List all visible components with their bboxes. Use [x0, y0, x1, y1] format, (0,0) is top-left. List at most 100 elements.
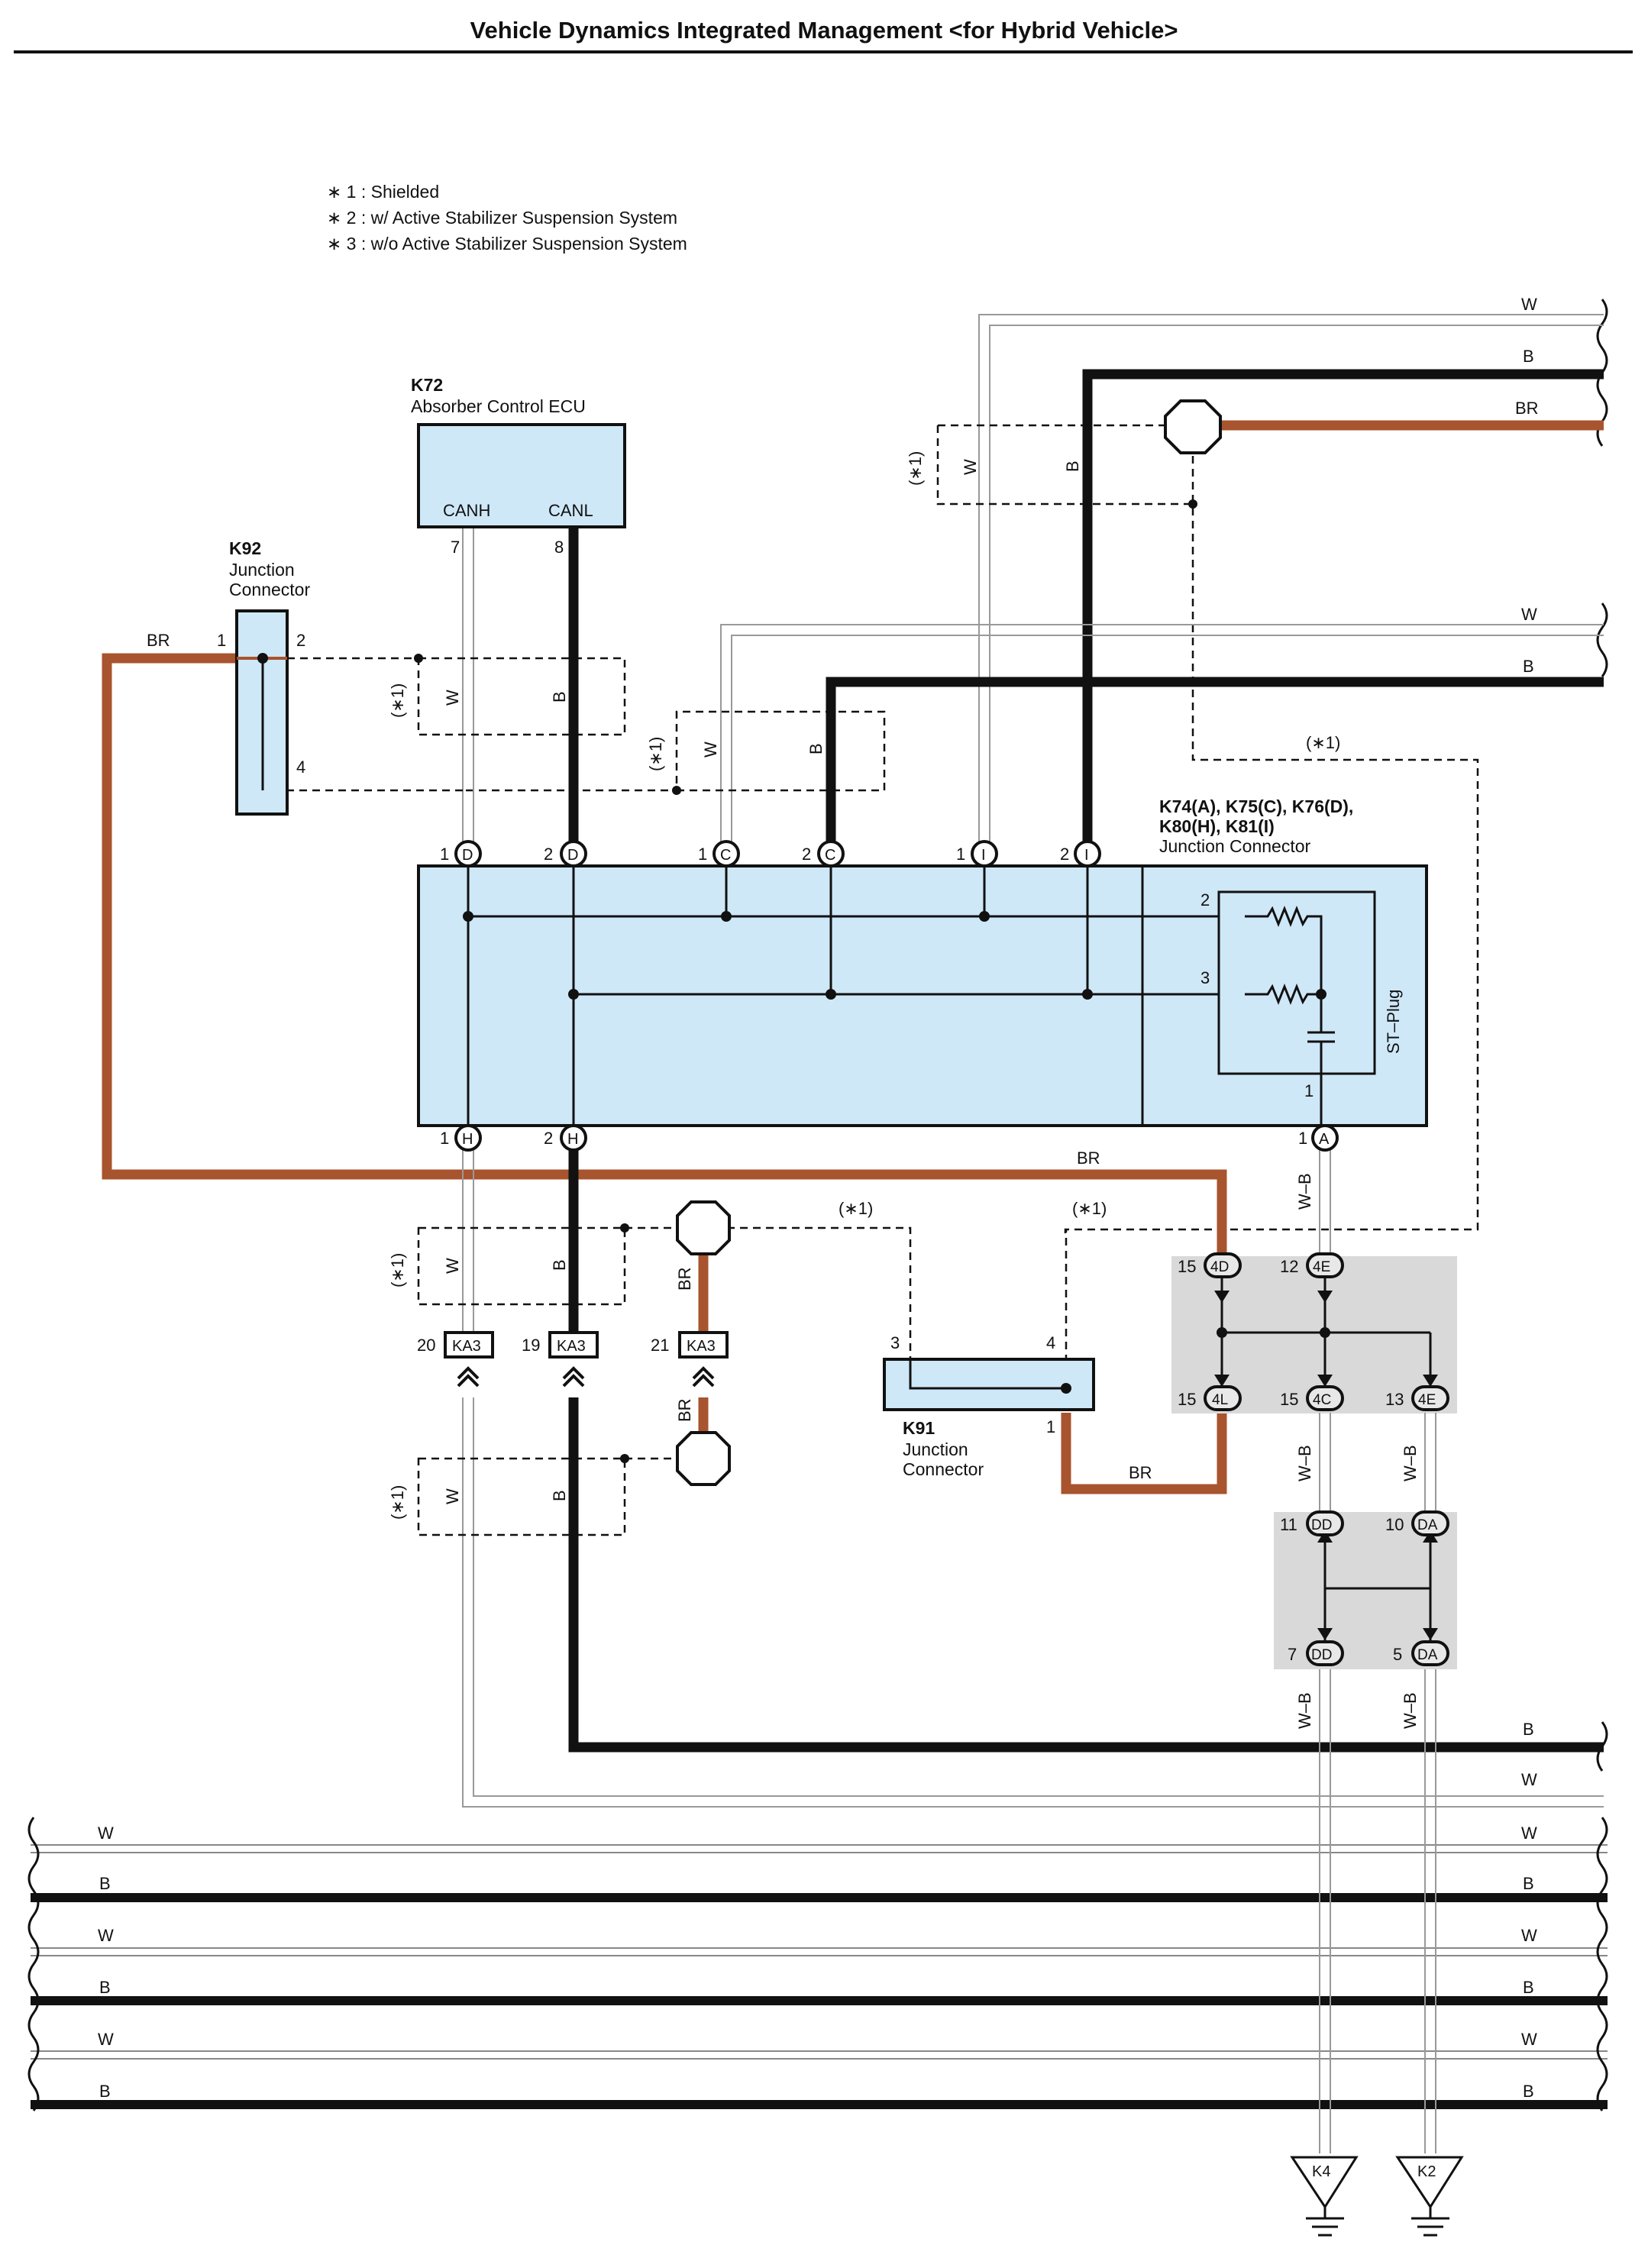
legend-notes: ∗ 1 : Shielded ∗ 2 : w/ Active Stabilize… — [327, 179, 687, 257]
jc-top-code-5: I — [981, 847, 986, 864]
ka3-code-20: KA3 — [452, 1338, 481, 1355]
left-label-w-1: W — [98, 1824, 114, 1843]
jl-code-3: DD — [1311, 1647, 1332, 1663]
left-label-w-2: W — [98, 1926, 114, 1945]
k92-connector — [235, 609, 289, 816]
jc-bottom-pin-3: 1 — [1298, 1129, 1307, 1148]
shield-mark-k72: (∗1) — [388, 683, 407, 718]
jl-pin-2: 10 — [1385, 1515, 1404, 1534]
st-pin-1: 1 — [1304, 1081, 1314, 1100]
left-label-w-3: W — [98, 2030, 114, 2049]
ka3-pin-19: 19 — [522, 1336, 540, 1355]
jc-bottom-code-2: H — [567, 1131, 578, 1148]
jc-pin-circles — [454, 840, 1339, 1152]
k92-id: K92 — [229, 538, 261, 558]
ju-pin-1: 15 — [1178, 1257, 1196, 1276]
jc-top-pin-5: 1 — [956, 845, 965, 864]
wire-label-wb-dd: W–B — [1295, 1692, 1314, 1729]
top-right-wiring — [936, 314, 1604, 1237]
jc-bottom-pin-2: 2 — [544, 1129, 553, 1148]
shield-mark-top: (∗1) — [906, 451, 925, 486]
ground-k4-label: K4 — [1312, 2163, 1330, 2180]
jc-bottom-pin-1: 1 — [440, 1129, 449, 1148]
wire-label-b-ka3u: B — [550, 1259, 569, 1271]
wire-label-wb-4c: W–B — [1295, 1445, 1314, 1481]
lower-wiring — [417, 1144, 1604, 1808]
left-label-b-2: B — [99, 1978, 111, 1997]
jl-pin-3: 7 — [1288, 1645, 1297, 1664]
c-wiring — [466, 624, 1604, 849]
edge-label-w-4: W — [1521, 1824, 1537, 1843]
wire-label-br-k91: BR — [1129, 1463, 1152, 1482]
wire-label-br-ka3l: BR — [675, 1398, 694, 1422]
ju-code-2: 4E — [1313, 1259, 1330, 1275]
k91-pin4: 4 — [1046, 1333, 1055, 1352]
shield-mark-ka3-lower: (∗1) — [388, 1485, 407, 1520]
st-plug-label: ST–Plug — [1384, 990, 1403, 1054]
k92-pin4: 4 — [296, 758, 305, 777]
wire-label-w-c: W — [701, 741, 720, 758]
wire-label-b-k72: B — [550, 691, 569, 703]
wire-label-b-c: B — [806, 743, 826, 754]
ka3-pin-20: 20 — [417, 1336, 435, 1355]
k91-id: K91 — [903, 1418, 935, 1438]
k91-name2: Connector — [903, 1459, 984, 1479]
jl-code-4: DA — [1417, 1647, 1438, 1663]
jl-code-2: DA — [1417, 1517, 1438, 1533]
jc-bottom-code-1: H — [462, 1131, 473, 1148]
jc-top-code-1: D — [462, 847, 473, 864]
junction-block-dd-da — [1274, 1512, 1457, 1669]
ka3-pin-21: 21 — [651, 1336, 669, 1355]
jc-top-code-6: I — [1084, 847, 1089, 864]
wire-label-br-loop: BR — [1077, 1149, 1100, 1168]
k91-pin3: 3 — [890, 1333, 900, 1352]
ju-code-5: 4E — [1418, 1392, 1436, 1408]
k72-name: Absorber Control ECU — [411, 396, 586, 416]
wire-label-wb-a: W–B — [1295, 1173, 1314, 1210]
k91-connector — [883, 1358, 1095, 1411]
wire-label-br-ka3u: BR — [675, 1267, 694, 1291]
edge-label-b-5: B — [1523, 1978, 1534, 1997]
k92-name1: Junction — [229, 560, 295, 580]
note-without-stabilizer: ∗ 3 : w/o Active Stabilizer Suspension S… — [327, 234, 687, 254]
shield-mark-k91: (∗1) — [1072, 1199, 1107, 1218]
ju-code-4: 4C — [1313, 1392, 1331, 1408]
wire-label-w-top: W — [961, 459, 980, 475]
jl-pin-4: 5 — [1393, 1645, 1402, 1664]
edge-label-b-6: B — [1523, 2082, 1534, 2101]
wire-label-b-ka3l: B — [550, 1490, 569, 1501]
splice-ka3-upper — [676, 1200, 731, 1255]
st-pin-3: 3 — [1200, 968, 1210, 987]
wire-label-wb-4e: W–B — [1401, 1445, 1420, 1481]
edge-label-br-1: BR — [1515, 399, 1539, 418]
jc-bottom-code-3: A — [1319, 1131, 1330, 1148]
ka3-code-21: KA3 — [687, 1338, 716, 1355]
jc-top-pin-3: 1 — [698, 845, 707, 864]
jl-code-1: DD — [1311, 1517, 1332, 1533]
ka3-boxes — [444, 1331, 729, 1359]
k92-pin1: 1 — [217, 631, 226, 650]
ground-k2 — [1395, 2156, 1464, 2237]
jc-top-pin-2: 2 — [544, 845, 553, 864]
shield-mark-ka3-upper: (∗1) — [388, 1253, 407, 1287]
ju-pin-5: 13 — [1385, 1390, 1404, 1409]
edge-label-b-4: B — [1523, 1874, 1534, 1893]
wire-label-b-top: B — [1063, 460, 1082, 472]
jc-label-1: K74(A), K75(C), K76(D), — [1159, 796, 1353, 816]
splice-top — [1164, 399, 1222, 454]
splice-ka3-lower — [676, 1431, 731, 1486]
shield-mark-c: (∗1) — [646, 737, 665, 771]
edge-label-b-2: B — [1523, 657, 1534, 676]
left-label-b-3: B — [99, 2082, 111, 2101]
jc-top-pin-1: 1 — [440, 845, 449, 864]
ju-pin-3: 15 — [1178, 1390, 1196, 1409]
wire-label-w-ka3l: W — [443, 1488, 462, 1504]
edge-label-b-3: B — [1523, 1720, 1534, 1739]
jl-pin-1: 11 — [1280, 1515, 1297, 1534]
wb-wiring — [1319, 1413, 1436, 2153]
ju-code-3: 4L — [1212, 1392, 1228, 1408]
jc-top-pin-4: 2 — [802, 845, 811, 864]
shield-mark-right: (∗1) — [1306, 733, 1340, 752]
junction-pills — [1204, 1252, 1449, 1666]
